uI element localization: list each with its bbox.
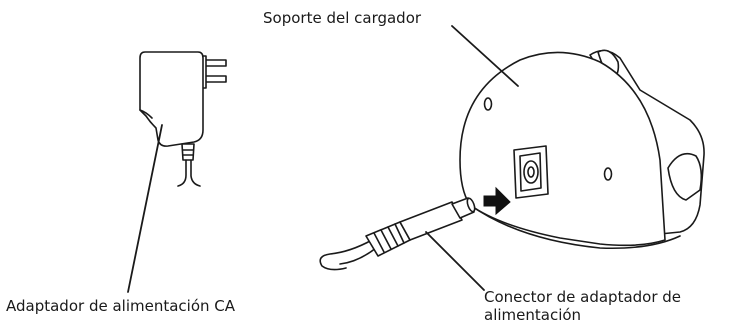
label-ac-adapter: Adaptador de alimentación CA (6, 297, 236, 315)
dc-jack-socket (513, 145, 549, 199)
insert-arrow (483, 186, 511, 216)
stand-right-hole (603, 167, 613, 181)
label-charger-stand: Soporte del cargador (263, 9, 422, 27)
stand-cradle-slot (667, 152, 703, 201)
dc-cord (319, 239, 373, 271)
dc-plug-body (399, 201, 463, 241)
stand-left-hole (483, 97, 493, 111)
adapter-body-edge (139, 109, 153, 119)
adapter-strain-relief (181, 143, 195, 161)
adapter-cord-2 (190, 159, 201, 187)
leader-stand (451, 25, 519, 87)
dc-cord-2 (339, 247, 377, 265)
dc-plug-ribs (373, 223, 405, 253)
leader-lines (127, 25, 519, 293)
adapter-cord (177, 159, 187, 187)
charger-stand-illustration (459, 49, 705, 250)
leader-connector (425, 231, 485, 291)
leader-adapter (127, 124, 163, 293)
adapter-cord-rings (182, 149, 194, 156)
dc-plug-illustration (319, 197, 476, 271)
ac-adapter-illustration (139, 51, 227, 187)
adapter-prongs (199, 55, 227, 89)
dc-plug-tip (466, 197, 476, 213)
label-connector-line1: Conector de adaptador de (484, 288, 682, 306)
adapter-body (139, 51, 204, 147)
stand-base-rim (469, 204, 681, 250)
label-connector-line2: alimentación (484, 306, 582, 324)
